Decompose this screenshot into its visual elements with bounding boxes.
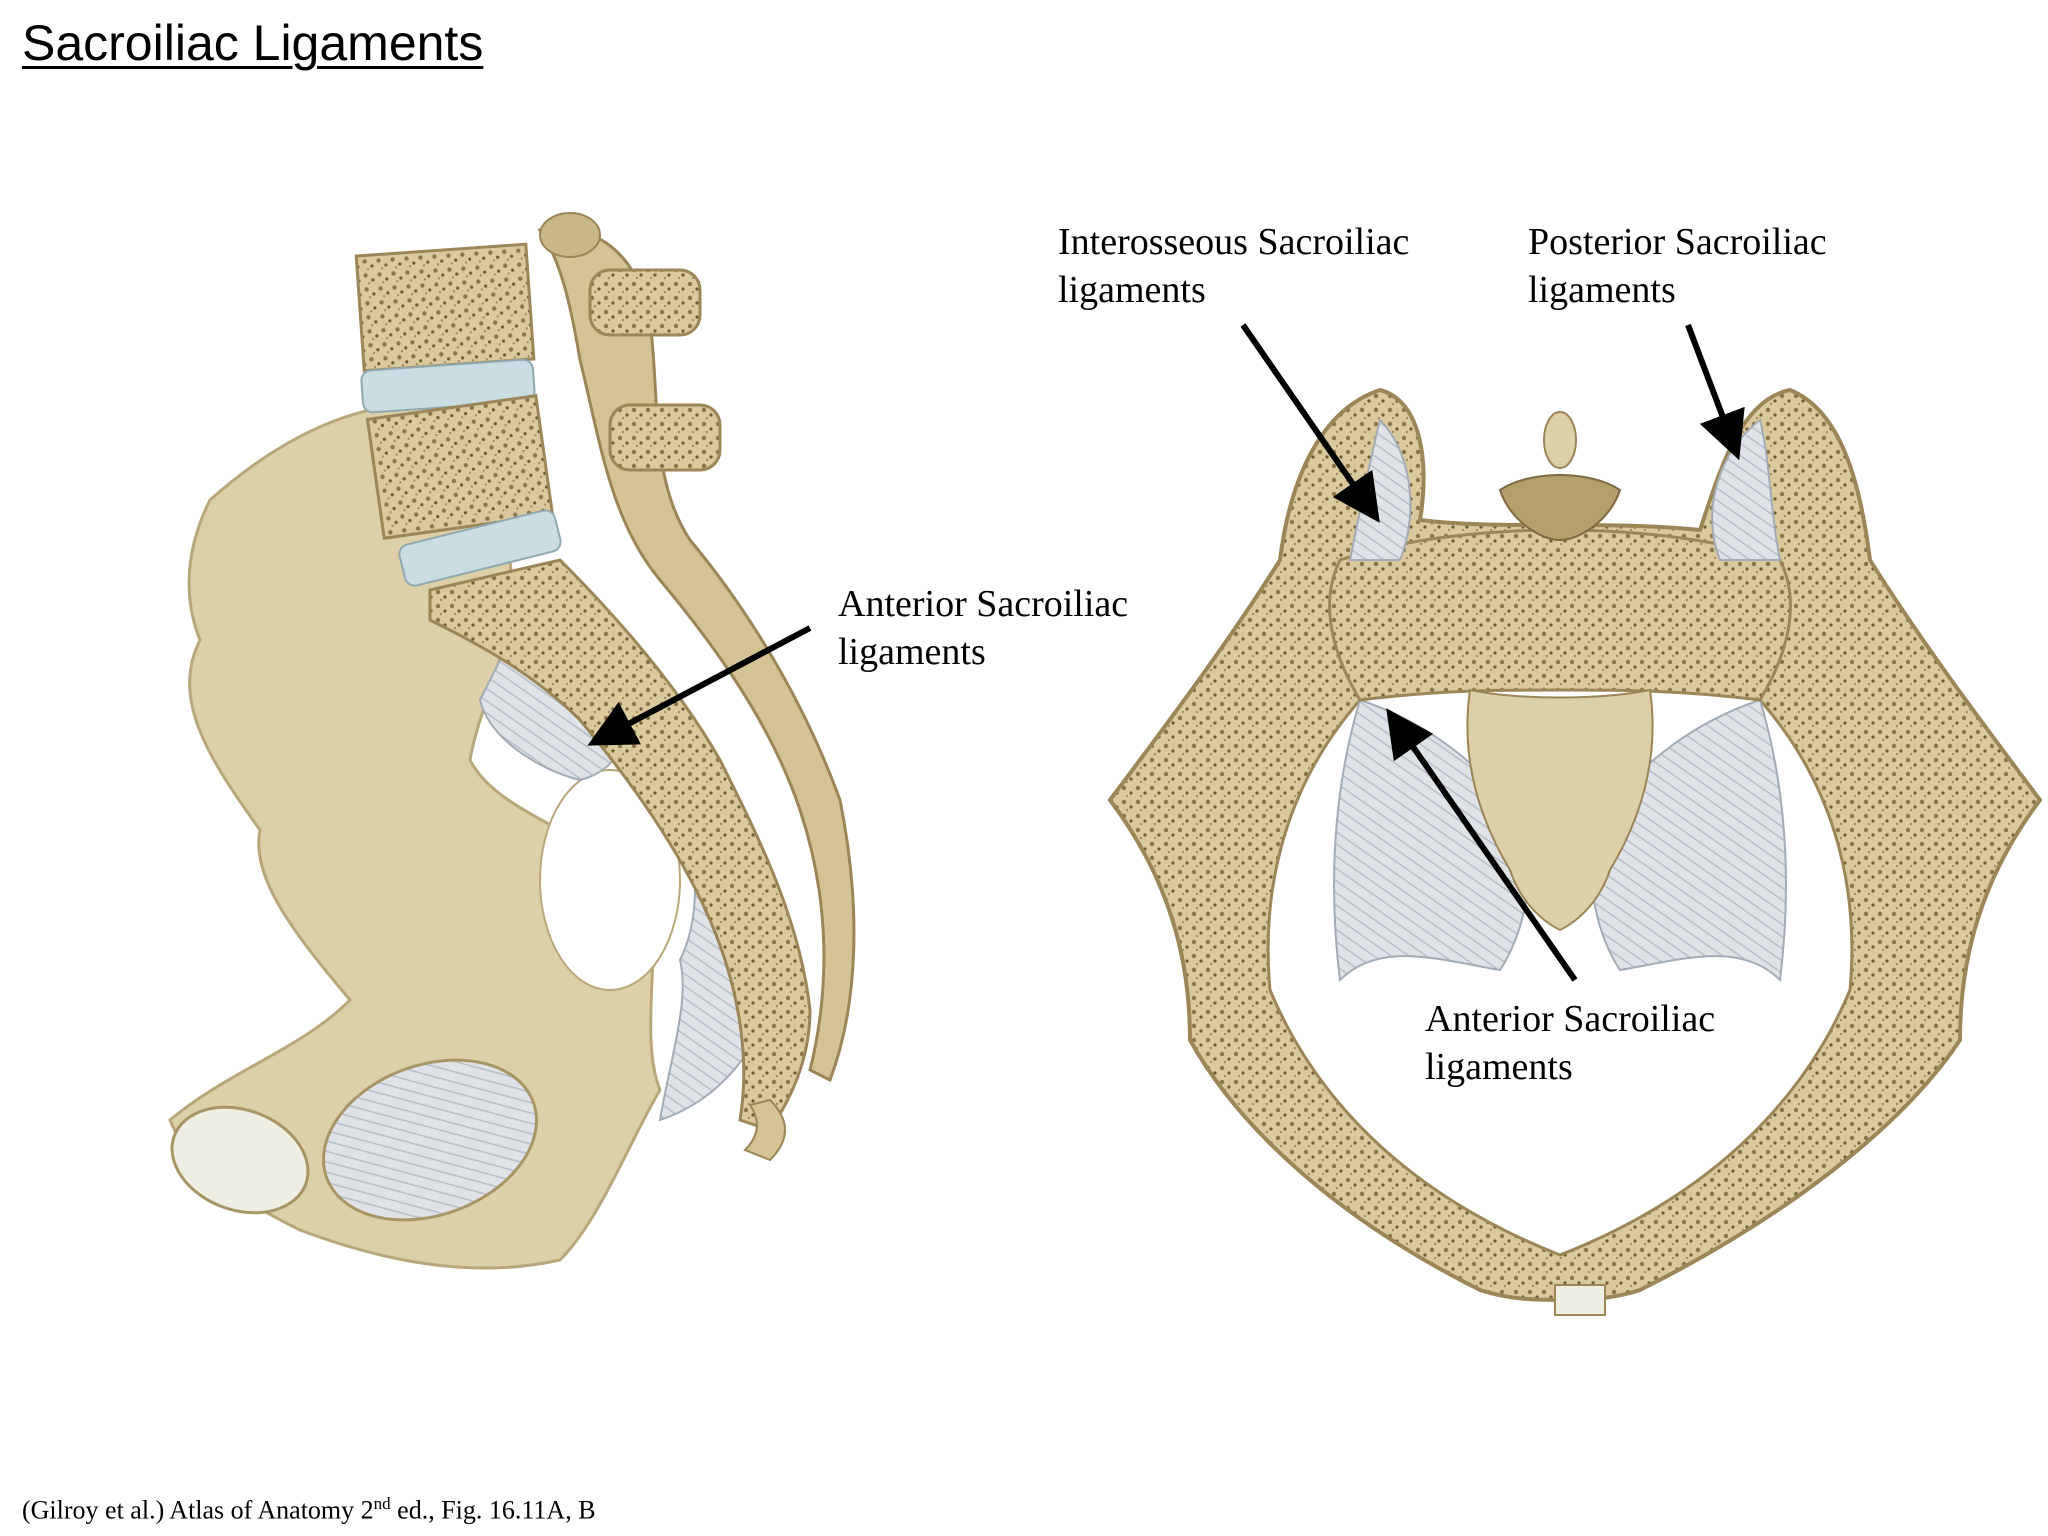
citation-superscript: nd — [373, 1494, 391, 1513]
label-anterior-left-line2: ligaments — [838, 631, 986, 673]
interosseous-ligament-left — [1348, 418, 1412, 561]
spinous-process-top — [539, 212, 601, 258]
label-anterior-left-line1: Anterior Sacroiliac — [838, 583, 1129, 625]
pubic-surface — [170, 1105, 310, 1215]
label-interosseous-line1: Interosseous Sacroiliac — [1058, 221, 1410, 263]
slide-title: Sacroiliac Ligaments — [22, 15, 484, 71]
label-interosseous: Interosseous Sacroiliac ligaments — [1058, 218, 1409, 314]
citation-text: (Gilroy et al.) Atlas of Anatomy 2 — [22, 1495, 374, 1525]
right-pelvis-figure — [1107, 387, 2043, 1316]
label-posterior: Posterior Sacroiliac ligaments — [1528, 218, 1827, 314]
arrow-interosseous — [1240, 323, 1380, 523]
median-sacral-crest — [1543, 411, 1577, 469]
lumbar-vertebra-2 — [365, 394, 555, 540]
left-pelvis-figure — [168, 212, 856, 1270]
figure-citation: (Gilroy et al.) Atlas of Anatomy 2nd ed.… — [22, 1494, 596, 1526]
spinous-process-1 — [588, 268, 702, 337]
intervertebral-disc-2 — [398, 509, 562, 587]
lumbar-vertebra-1 — [354, 242, 536, 373]
label-interosseous-line2: ligaments — [1058, 269, 1206, 311]
spinous-process-2 — [608, 403, 722, 472]
arrow-anterior-left — [587, 625, 812, 746]
arrow-posterior — [1685, 323, 1745, 461]
sacral-canal — [1498, 474, 1622, 542]
arrow-anterior-right — [1386, 708, 1578, 982]
pubic-symphysis — [1554, 1284, 1606, 1316]
sacral-anterior-surface — [1466, 688, 1654, 932]
label-posterior-line2: ligaments — [1528, 269, 1676, 311]
label-anterior-right: Anterior Sacroiliac ligaments — [1425, 995, 1715, 1091]
label-anterior-left: Anterior Sacroiliac ligaments — [838, 580, 1128, 676]
label-anterior-right-line1: Anterior Sacroiliac — [1425, 998, 1716, 1040]
label-posterior-line1: Posterior Sacroiliac — [1528, 221, 1827, 263]
coccyx — [743, 1098, 786, 1162]
citation-text-end: ed., Fig. 16.11A, B — [390, 1495, 596, 1525]
label-anterior-right-line2: ligaments — [1425, 1046, 1573, 1088]
obturator-membrane — [321, 1058, 539, 1222]
greater-sciatic-foramen — [539, 769, 681, 991]
